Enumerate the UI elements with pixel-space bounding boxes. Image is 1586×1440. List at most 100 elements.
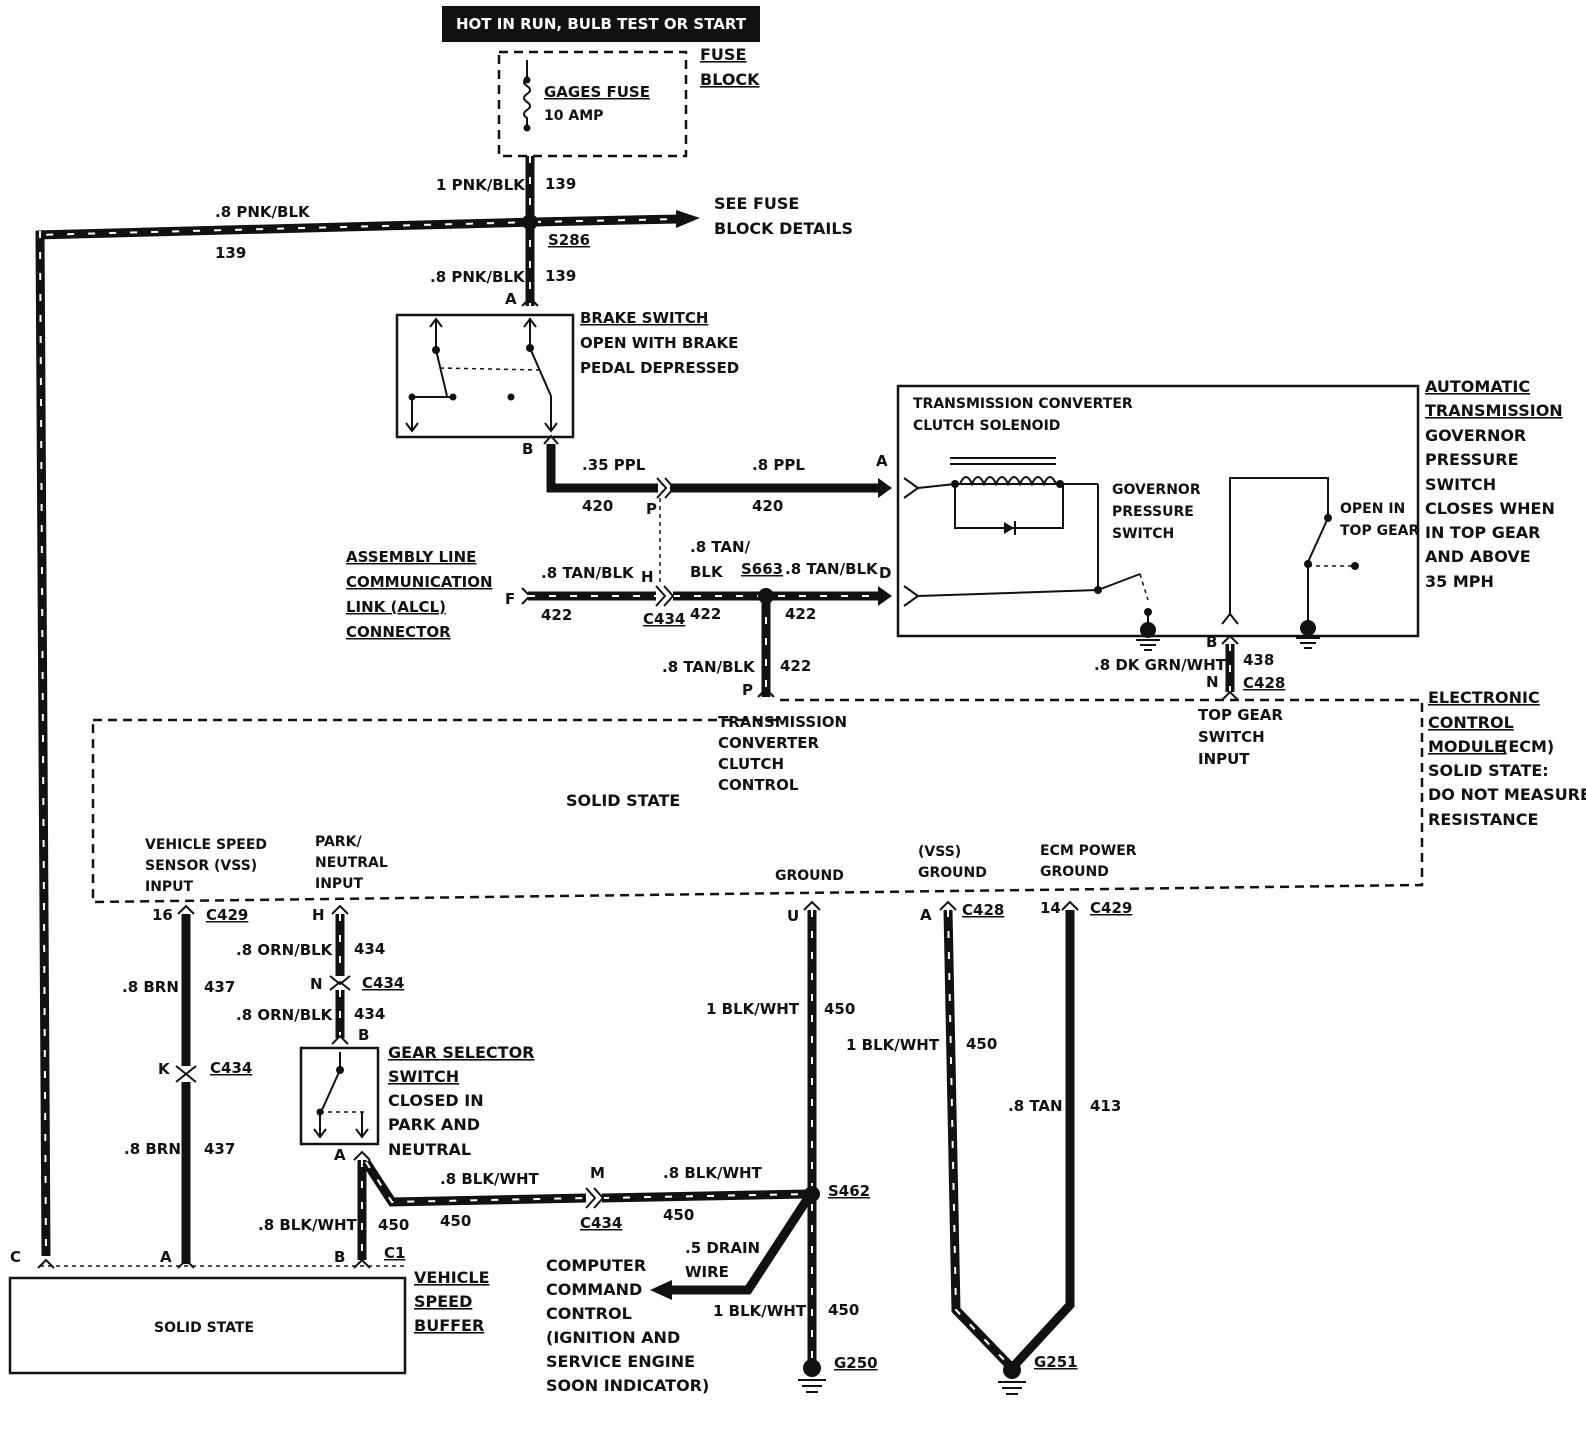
fuse-detail-line2: BLOCK DETAILS [714,219,853,238]
top-gear-open-2: TOP GEAR [1340,523,1419,539]
alcl-line4: CONNECTOR [346,623,451,641]
w437-b-num: 437 [204,1140,235,1158]
vsb-line1: VEHICLE [414,1268,490,1287]
ccc-line3: CONTROL [546,1304,632,1323]
vsb-line3: BUFFER [414,1316,484,1335]
tcc-line1: TRANSMISSION [718,713,847,731]
brake-switch-line3: PEDAL DEPRESSED [580,359,739,377]
vehicle-speed-buffer-box [8,1276,407,1375]
c434-pin-n: N [310,975,323,993]
transmission-box [896,384,1420,638]
w450-b-num: 450 [663,1206,694,1224]
w139-mid-num: 139 [545,267,576,285]
gov-label-1: GOVERNOR [1112,482,1201,498]
vss-gnd-2: GROUND [918,865,987,881]
vsb-line2: SPEED [414,1292,472,1311]
fuse-block-outline [497,50,688,158]
gear-selector-line5: NEUTRAL [388,1140,471,1159]
c434-pin-k: K [158,1060,171,1078]
gear-selector-line3: CLOSED IN [388,1091,484,1110]
wire-438 [1221,634,1239,701]
w437-a-num: 437 [204,978,235,996]
c434-label-mid: C434 [643,610,685,628]
topgear-in-2: SWITCH [1198,728,1265,746]
fuse-symbol [523,60,531,130]
pn-in-3: INPUT [315,876,364,892]
top-gear-open-1: OPEN IN [1340,501,1405,517]
governor-switch-symbol [903,573,1160,651]
fuse-block-label-1: FUSE [700,45,746,64]
c1-label: C1 [384,1244,405,1262]
w422-b-gauge-1: .8 TAN/ [690,538,751,556]
w422-b-num: 422 [690,605,721,623]
fuse-rating: 10 AMP [544,108,603,124]
ecm-pin-14: 14 [1040,899,1061,917]
tcc-line4: CONTROL [718,776,799,794]
drain-wire [650,1195,812,1300]
w420-a-num: 420 [582,497,613,515]
solenoid-line1: TRANSMISSION CONVERTER [913,396,1133,412]
brake-switch-contacts [405,317,558,433]
ecm-box-outline [91,698,1424,904]
vss-in-2: SENSOR (VSS) [145,858,257,874]
brake-switch-box [395,313,575,439]
w422-d-gauge: .8 TAN/BLK [662,658,756,676]
alcl-line2: COMMUNICATION [346,573,493,591]
ecm-pin-p: P [742,681,753,699]
c428-label-b: C428 [962,901,1004,919]
w450-a-gauge: .8 BLK/WHT [440,1170,540,1188]
w139-top-num: 139 [545,175,576,193]
c434-label-k: C434 [210,1059,252,1077]
splice-s663 [758,588,774,604]
wire-413 [1008,900,1079,1372]
auto-trans-line3: GOVERNOR [1425,426,1526,445]
wire-422 [521,586,892,698]
ecm-label-1: ELECTRONIC [1428,688,1540,707]
w422-d-num: 422 [780,657,811,675]
w450-b-gauge: .8 BLK/WHT [663,1164,763,1182]
ecm-label-3: MODULE [1428,737,1505,756]
w450-f-num: 450 [828,1301,859,1319]
gear-selector-line1: GEAR SELECTOR [388,1043,535,1062]
auto-trans-line7: IN TOP GEAR [1425,523,1541,542]
w434-b-num: 434 [354,1005,385,1023]
w450-g-gauge: 1 BLK/WHT [846,1036,940,1054]
w450-g-num: 450 [966,1035,997,1053]
ground-g250 [798,1359,826,1393]
wire-420 [543,434,892,498]
trans-pin-a: A [876,452,888,470]
w422-c-num: 422 [785,605,816,623]
w450-f-gauge: 1 BLK/WHT [713,1302,807,1320]
ground-g251 [998,1361,1026,1395]
w420-b-num: 420 [752,497,783,515]
w413-gauge: .8 TAN [1008,1097,1063,1115]
ecm-solid-state: SOLID STATE [566,791,680,810]
w434-a-gauge: .8 ORN/BLK [236,941,334,959]
vss-gnd-1: (VSS) [918,844,961,860]
w450-a-num: 450 [440,1212,471,1230]
c434-pin-h: H [641,568,654,586]
w413-num: 413 [1090,1097,1121,1115]
w139-mid-gauge: .8 PNK/BLK [430,268,526,286]
wire-434 [329,904,351,1045]
ecm-label-2: CONTROL [1428,713,1514,732]
drain-line2: WIRE [685,1263,729,1281]
splice-s286 [522,214,538,230]
w450-e-num: 450 [824,1000,855,1018]
fuse-name: GAGES FUSE [544,83,650,101]
topgear-in-3: INPUT [1198,750,1250,768]
w450-e-gauge: 1 BLK/WHT [706,1000,800,1018]
ccc-line4: (IGNITION AND [546,1328,680,1347]
fuse-detail-line1: SEE FUSE [714,194,799,213]
header-title: HOT IN RUN, BULB TEST OR START [456,15,747,33]
auto-trans-line5: SWITCH [1425,475,1496,494]
w422-c-gauge: .8 TAN/BLK [785,560,879,578]
vsb-pin-b: B [334,1248,345,1266]
w438-gauge: .8 DK GRN/WHT [1094,656,1227,674]
w422-a-gauge: .8 TAN/BLK [541,564,635,582]
tcc-line3: CLUTCH [718,755,784,773]
w450-c-gauge: .8 BLK/WHT [258,1216,358,1234]
ecm-pwr-1: ECM POWER [1040,843,1137,859]
alcl-line1: ASSEMBLY LINE [346,548,476,566]
